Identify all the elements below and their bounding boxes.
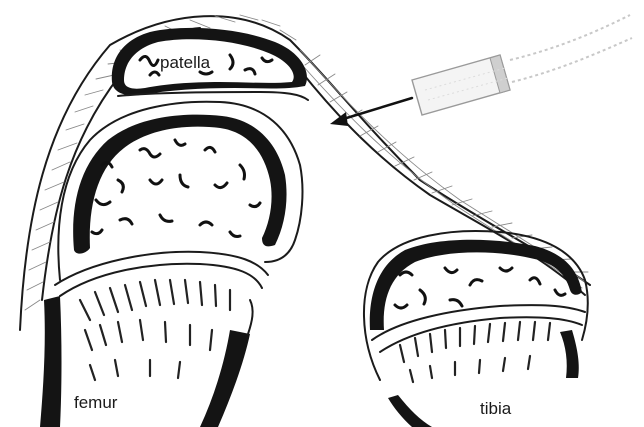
patella-label: patella <box>160 53 211 72</box>
femur-metaphysis-trabeculae <box>80 280 230 380</box>
femur-label: femur <box>74 393 118 412</box>
femur-epiphysis-trabeculae <box>92 140 260 237</box>
tibia-label: tibia <box>480 399 512 418</box>
femur: femur <box>40 102 302 427</box>
tibia-metaphysis-trabeculae <box>400 322 550 382</box>
patella: patella <box>112 28 308 100</box>
arrow-icon <box>330 98 412 126</box>
tibia-epiphysis-trabeculae <box>395 268 565 308</box>
tibia: tibia <box>364 231 588 427</box>
tendon-band <box>20 15 590 330</box>
syringe-icon <box>412 15 632 115</box>
